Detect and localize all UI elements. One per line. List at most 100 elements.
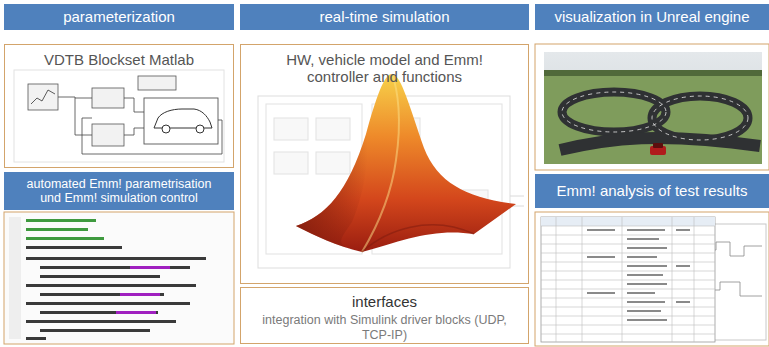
grid-line bbox=[541, 280, 715, 281]
cell-mark bbox=[627, 301, 665, 303]
grid-line bbox=[541, 289, 715, 290]
signal-wire bbox=[124, 128, 144, 135]
code-line bbox=[40, 275, 160, 278]
node-title: HW, vehicle model and Emm! controller an… bbox=[259, 51, 510, 86]
cell-mark bbox=[587, 292, 615, 294]
surface-ridge bbox=[362, 74, 399, 252]
cell-mark bbox=[676, 265, 690, 267]
diagram-ground bbox=[14, 70, 224, 162]
code-line bbox=[26, 237, 104, 240]
grid-line bbox=[622, 217, 623, 342]
scene-frame bbox=[535, 44, 769, 170]
cell-mark bbox=[627, 238, 659, 240]
node-body: integration with Simulink driver blocks … bbox=[261, 313, 508, 342]
grid-line bbox=[541, 253, 715, 254]
controller-block bbox=[92, 88, 124, 108]
road-loop bbox=[652, 96, 748, 140]
table-cell-marks bbox=[587, 229, 690, 321]
cell-mark bbox=[627, 283, 667, 285]
code-line bbox=[40, 329, 150, 332]
signal-wire bbox=[58, 97, 92, 98]
cell-mark bbox=[627, 292, 655, 294]
road-marking bbox=[562, 92, 666, 132]
table-sheet bbox=[541, 217, 715, 342]
signal-wire bbox=[75, 98, 92, 135]
simulation-panel: HW, vehicle model and Emm! controller an… bbox=[240, 44, 529, 284]
node-title: visualization in Unreal engine bbox=[554, 8, 749, 25]
simulink-diagram bbox=[14, 70, 224, 162]
node-title: real-time simulation bbox=[319, 8, 449, 25]
code-listing bbox=[4, 212, 234, 344]
section-header: Emm! analysis of test results bbox=[535, 174, 769, 208]
grid-line bbox=[541, 307, 715, 308]
surface-shadow bbox=[296, 134, 367, 252]
cell-mark bbox=[627, 274, 663, 276]
node-title: Emm! analysis of test results bbox=[557, 182, 748, 199]
code-line bbox=[26, 320, 176, 323]
code-line bbox=[120, 293, 160, 296]
diagram-wire bbox=[510, 196, 524, 197]
grid-line bbox=[541, 316, 715, 317]
grid-line bbox=[672, 217, 673, 342]
grid-line bbox=[556, 217, 557, 342]
section-header: real-time simulation bbox=[240, 4, 529, 30]
scene-trees bbox=[544, 70, 762, 76]
result-table bbox=[535, 212, 769, 346]
signal-block bbox=[28, 84, 58, 110]
grid-line bbox=[541, 271, 715, 272]
code-line bbox=[40, 311, 158, 314]
car-wheel bbox=[162, 125, 170, 133]
code-text bbox=[26, 246, 206, 340]
grid-line bbox=[541, 235, 715, 236]
grid-line bbox=[541, 262, 715, 263]
code-line bbox=[116, 311, 156, 314]
vehicle-block bbox=[144, 98, 218, 144]
node-title: parameterization bbox=[63, 8, 175, 25]
cell-mark bbox=[627, 310, 661, 312]
controller-block bbox=[92, 124, 124, 146]
signal-wire bbox=[124, 98, 144, 112]
road-marking bbox=[652, 96, 748, 140]
diagram-block bbox=[316, 118, 350, 140]
cell-mark bbox=[627, 256, 657, 258]
code-line bbox=[26, 246, 122, 249]
section-header: visualization in Unreal engine bbox=[535, 4, 769, 30]
surface-fold bbox=[362, 225, 474, 252]
code-comment bbox=[26, 219, 104, 240]
cell-mark bbox=[676, 301, 690, 303]
section-header: parameterization bbox=[4, 4, 234, 30]
cell-mark bbox=[627, 247, 667, 249]
code-ground bbox=[4, 212, 234, 344]
cell-mark bbox=[627, 319, 667, 321]
scene-grass bbox=[544, 74, 762, 164]
cell-mark bbox=[676, 229, 690, 231]
unreal-scene bbox=[535, 44, 769, 170]
car-outline bbox=[154, 109, 212, 128]
grid-line bbox=[541, 298, 715, 299]
section-header: automated Emm! parametrisation und Emm! … bbox=[4, 172, 234, 210]
tool-panel: VDTB Blockset Matlab bbox=[4, 44, 234, 168]
scope-block bbox=[138, 76, 176, 90]
code-line bbox=[26, 228, 88, 231]
grid-line bbox=[694, 217, 695, 342]
grid-line bbox=[582, 217, 583, 342]
diagram-block bbox=[274, 118, 308, 140]
node-title: VDTB Blockset Matlab bbox=[44, 51, 194, 68]
cell-mark bbox=[627, 265, 667, 267]
surface-body bbox=[296, 74, 516, 252]
line-number-gutter bbox=[9, 217, 21, 339]
cell-mark bbox=[627, 229, 665, 231]
scene-sky bbox=[544, 52, 762, 164]
cell-mark bbox=[587, 229, 615, 231]
diagram-block bbox=[316, 152, 350, 174]
code-line bbox=[26, 284, 196, 287]
cell-mark bbox=[587, 256, 615, 258]
code-line bbox=[130, 266, 170, 269]
peaks-surface bbox=[296, 74, 516, 252]
grid-line bbox=[541, 325, 715, 326]
signal-curve bbox=[31, 90, 55, 104]
table-header bbox=[541, 217, 715, 226]
grid-line bbox=[541, 244, 715, 245]
code-line bbox=[40, 266, 190, 269]
